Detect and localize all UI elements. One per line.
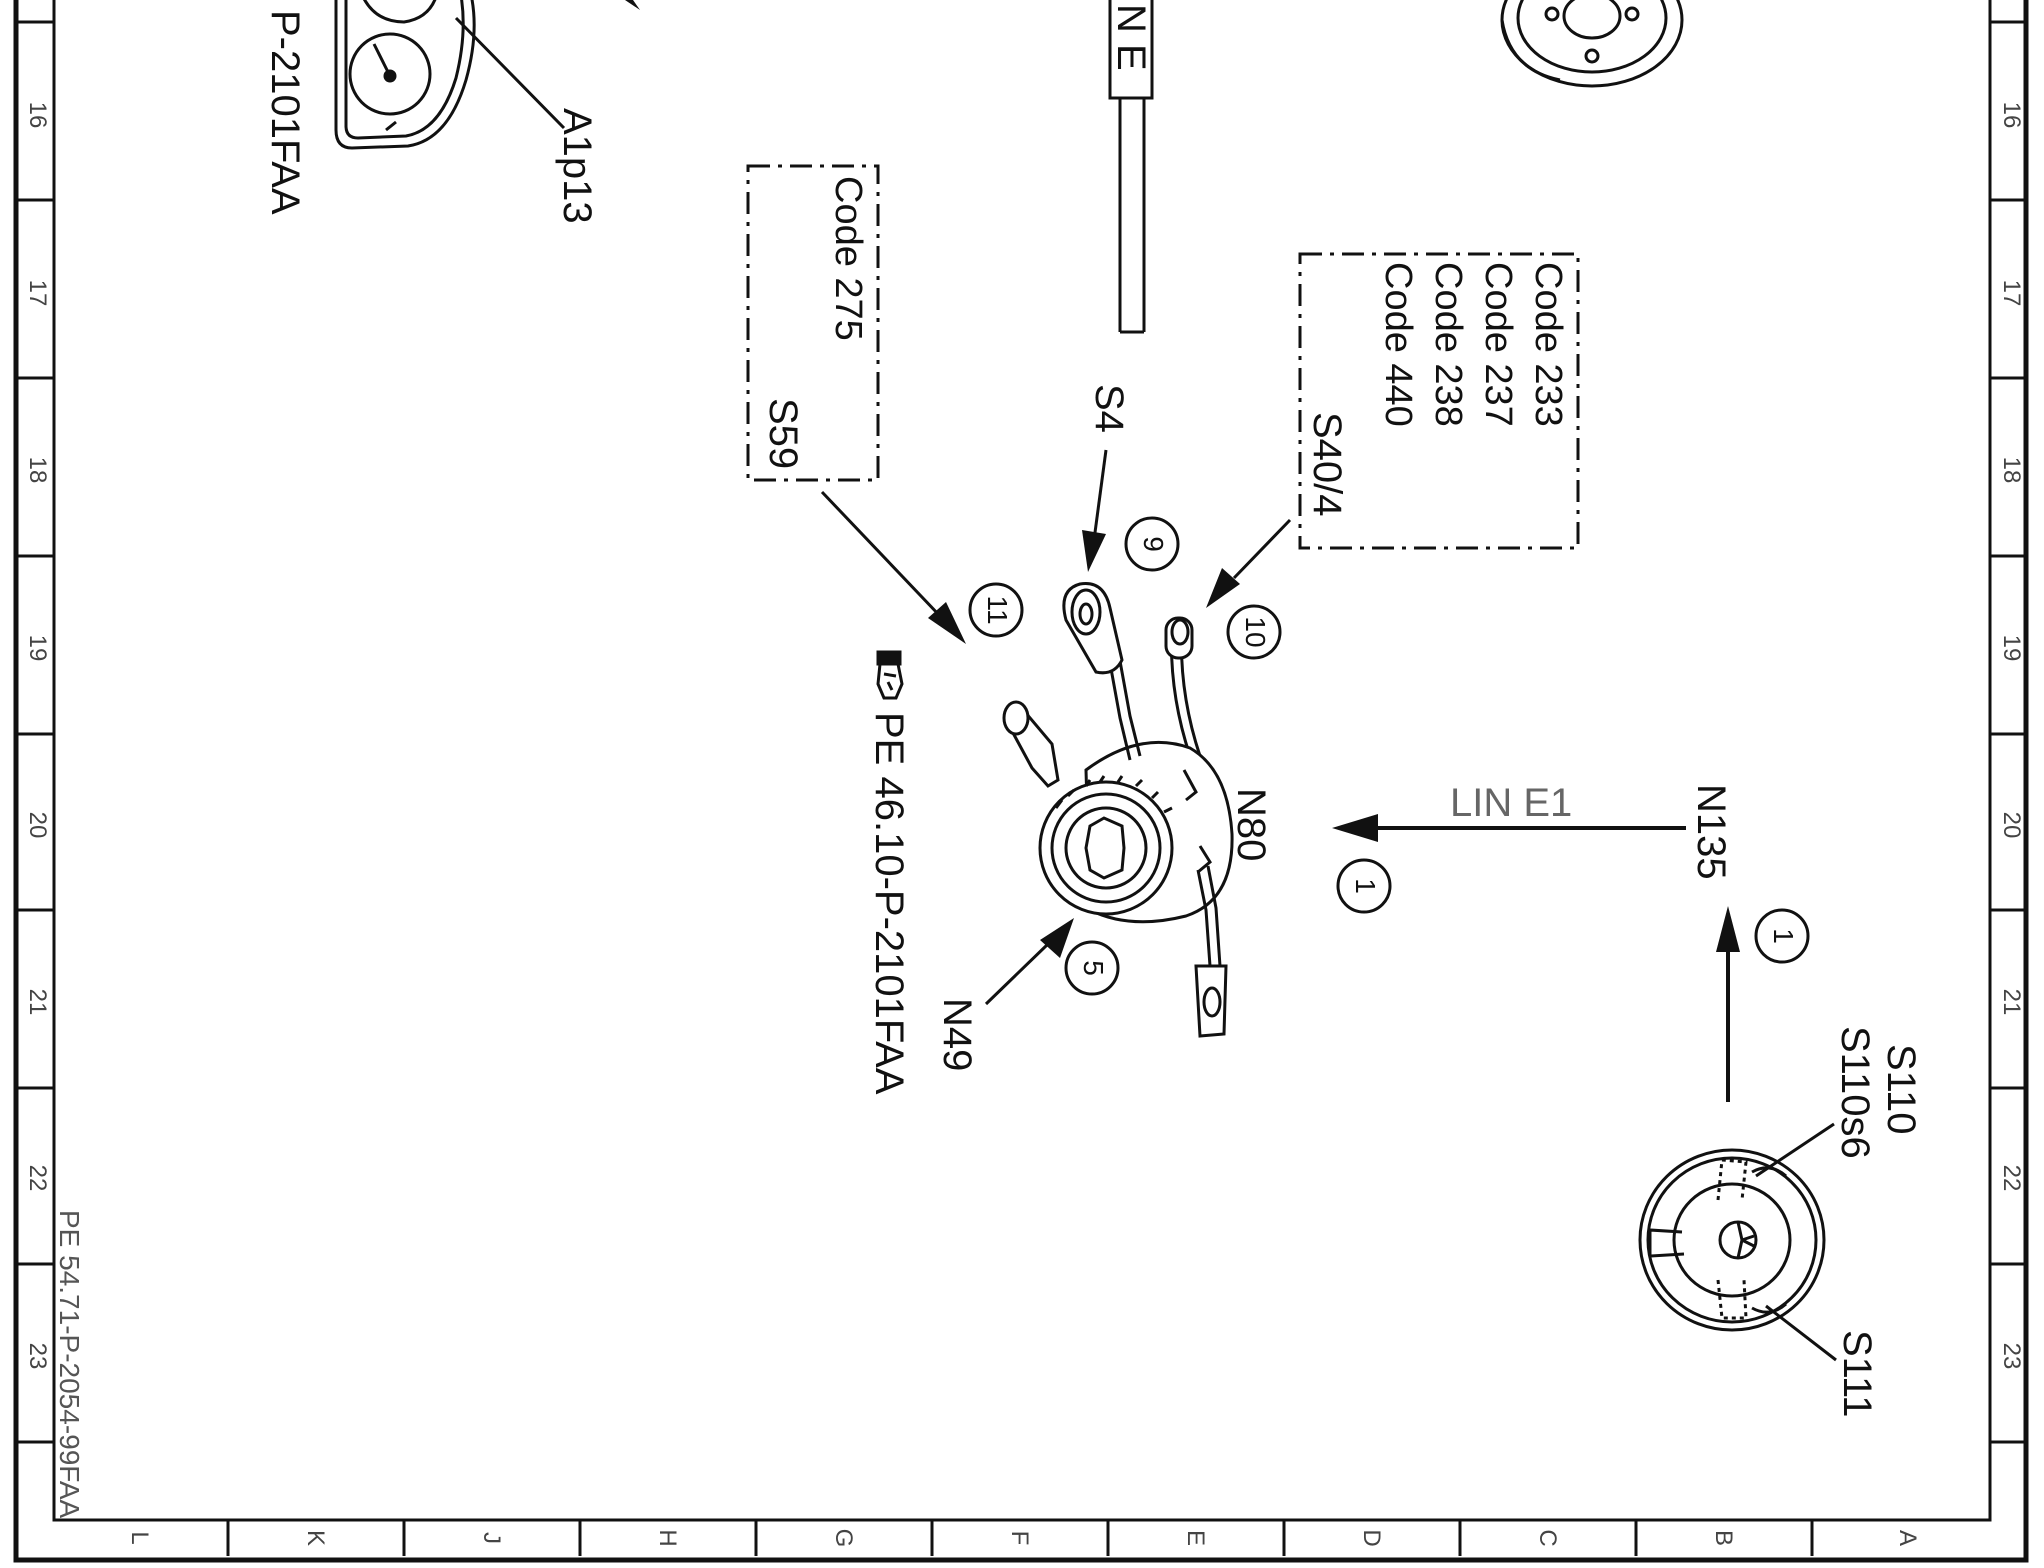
row-number: 23 <box>1998 1343 2025 1370</box>
callout-5: 5 <box>1064 940 1120 996</box>
leader-s111 <box>1765 1304 1837 1362</box>
leader-line <box>454 16 566 130</box>
row-number: 20 <box>24 812 51 839</box>
row-number: 19 <box>1998 635 2025 662</box>
row-number: 18 <box>1998 457 2025 484</box>
code-box-s40-code: Code 237 <box>1477 262 1519 427</box>
column-letter: E <box>1182 1530 1209 1546</box>
column-letter: L <box>126 1531 153 1544</box>
component-label-s40-4: S40/4 <box>1305 412 1349 517</box>
pe-reference: PE 46.10-P-2101FAA <box>867 712 911 1095</box>
column-letter: D <box>1358 1529 1385 1546</box>
row-number: 22 <box>1998 1165 2025 1192</box>
row-number: 17 <box>24 280 51 307</box>
column-letter: A <box>1894 1530 1921 1546</box>
svg-text:10: 10 <box>1240 616 1271 647</box>
row-number: 19 <box>24 635 51 662</box>
row-number: 18 <box>24 457 51 484</box>
svg-text:9: 9 <box>1138 536 1169 552</box>
component-label-s59: S59 <box>761 398 805 469</box>
column-letters: L K J H G F E D C B A <box>126 1529 1921 1548</box>
column-letter: G <box>830 1529 857 1548</box>
code-box-s40-code: Code 238 <box>1427 262 1469 427</box>
component-label-s110s6: S110s6 <box>1833 1026 1877 1159</box>
row-number: 17 <box>1998 280 2025 307</box>
component-label-s110: S110 <box>1879 1044 1923 1134</box>
code-box-s40-code: Code 233 <box>1527 262 1569 427</box>
arrow-s40-4 <box>1206 518 1292 608</box>
row-number: 16 <box>1998 102 2025 129</box>
callout-1-s110: 1 <box>1754 908 1810 964</box>
svg-text:1: 1 <box>1768 928 1799 944</box>
column-ticks <box>226 1520 1814 1556</box>
row-number: 21 <box>1998 989 2025 1016</box>
instrument-cluster-icon <box>334 0 476 150</box>
callout-10: 10 <box>1226 604 1282 660</box>
row-ticks <box>16 20 2026 1444</box>
callout-9: 9 <box>1124 516 1180 572</box>
component-label-s111: S111 <box>1835 1330 1879 1417</box>
callout-1-n80: 1 <box>1336 858 1392 914</box>
drawing-frame <box>13 0 2029 1563</box>
arrow-s110-n135 <box>1716 906 1740 1102</box>
bus-label-top: N E <box>1109 4 1153 71</box>
hand-pointer-icon <box>876 650 904 700</box>
steering-wheel-icon <box>1638 1148 1826 1332</box>
arrow-n49 <box>984 918 1074 1006</box>
code-box-s40-4 <box>1298 252 1580 550</box>
column-letter: F <box>1006 1531 1033 1546</box>
bus-label-lin-e1: LIN E1 <box>1450 781 1572 825</box>
code-box-s40-code: Code 440 <box>1377 262 1419 427</box>
leader-s110s6 <box>1755 1122 1835 1178</box>
partial-reference-top: P-2101FAA <box>263 10 307 215</box>
code-box-s59-code: Code 275 <box>827 176 869 341</box>
component-label-n135: N135 <box>1689 784 1733 880</box>
pulley-icon <box>1500 0 1684 88</box>
component-label-s4: S4 <box>1087 384 1131 433</box>
column-letter: C <box>1534 1529 1561 1546</box>
callout-11: 11 <box>968 582 1024 638</box>
column-letter: K <box>302 1530 329 1546</box>
row-numbers-left: 16 17 18 19 20 21 22 23 <box>24 102 51 1370</box>
arrow-s4 <box>1082 449 1108 572</box>
bus-line-top <box>1108 0 1154 334</box>
arrow-s59 <box>820 490 966 644</box>
code-box-s59 <box>746 164 880 482</box>
row-number: 23 <box>24 1343 51 1370</box>
row-numbers-right: 16 17 18 19 20 21 22 23 <box>1998 102 2025 1370</box>
lin-bus-arrow <box>1332 814 1686 842</box>
row-number: 22 <box>24 1165 51 1192</box>
row-number: 21 <box>24 989 51 1016</box>
component-label-a1p13: A1p13 <box>555 108 599 224</box>
column-letter: J <box>478 1532 505 1544</box>
document-number: PE 54.71-P-2054-99FAA <box>54 1210 85 1519</box>
component-label-n80: N80 <box>1229 788 1273 861</box>
row-number: 16 <box>24 102 51 129</box>
column-letter: B <box>1710 1530 1737 1546</box>
column-letter: H <box>654 1529 681 1546</box>
svg-text:5: 5 <box>1078 960 1109 976</box>
component-label-n49: N49 <box>935 998 979 1071</box>
row-number: 20 <box>1998 812 2025 839</box>
arrow-partial <box>625 0 640 10</box>
svg-text:11: 11 <box>982 595 1013 624</box>
svg-text:1: 1 <box>1350 878 1381 894</box>
combination-switch-icon <box>1002 582 1234 1038</box>
